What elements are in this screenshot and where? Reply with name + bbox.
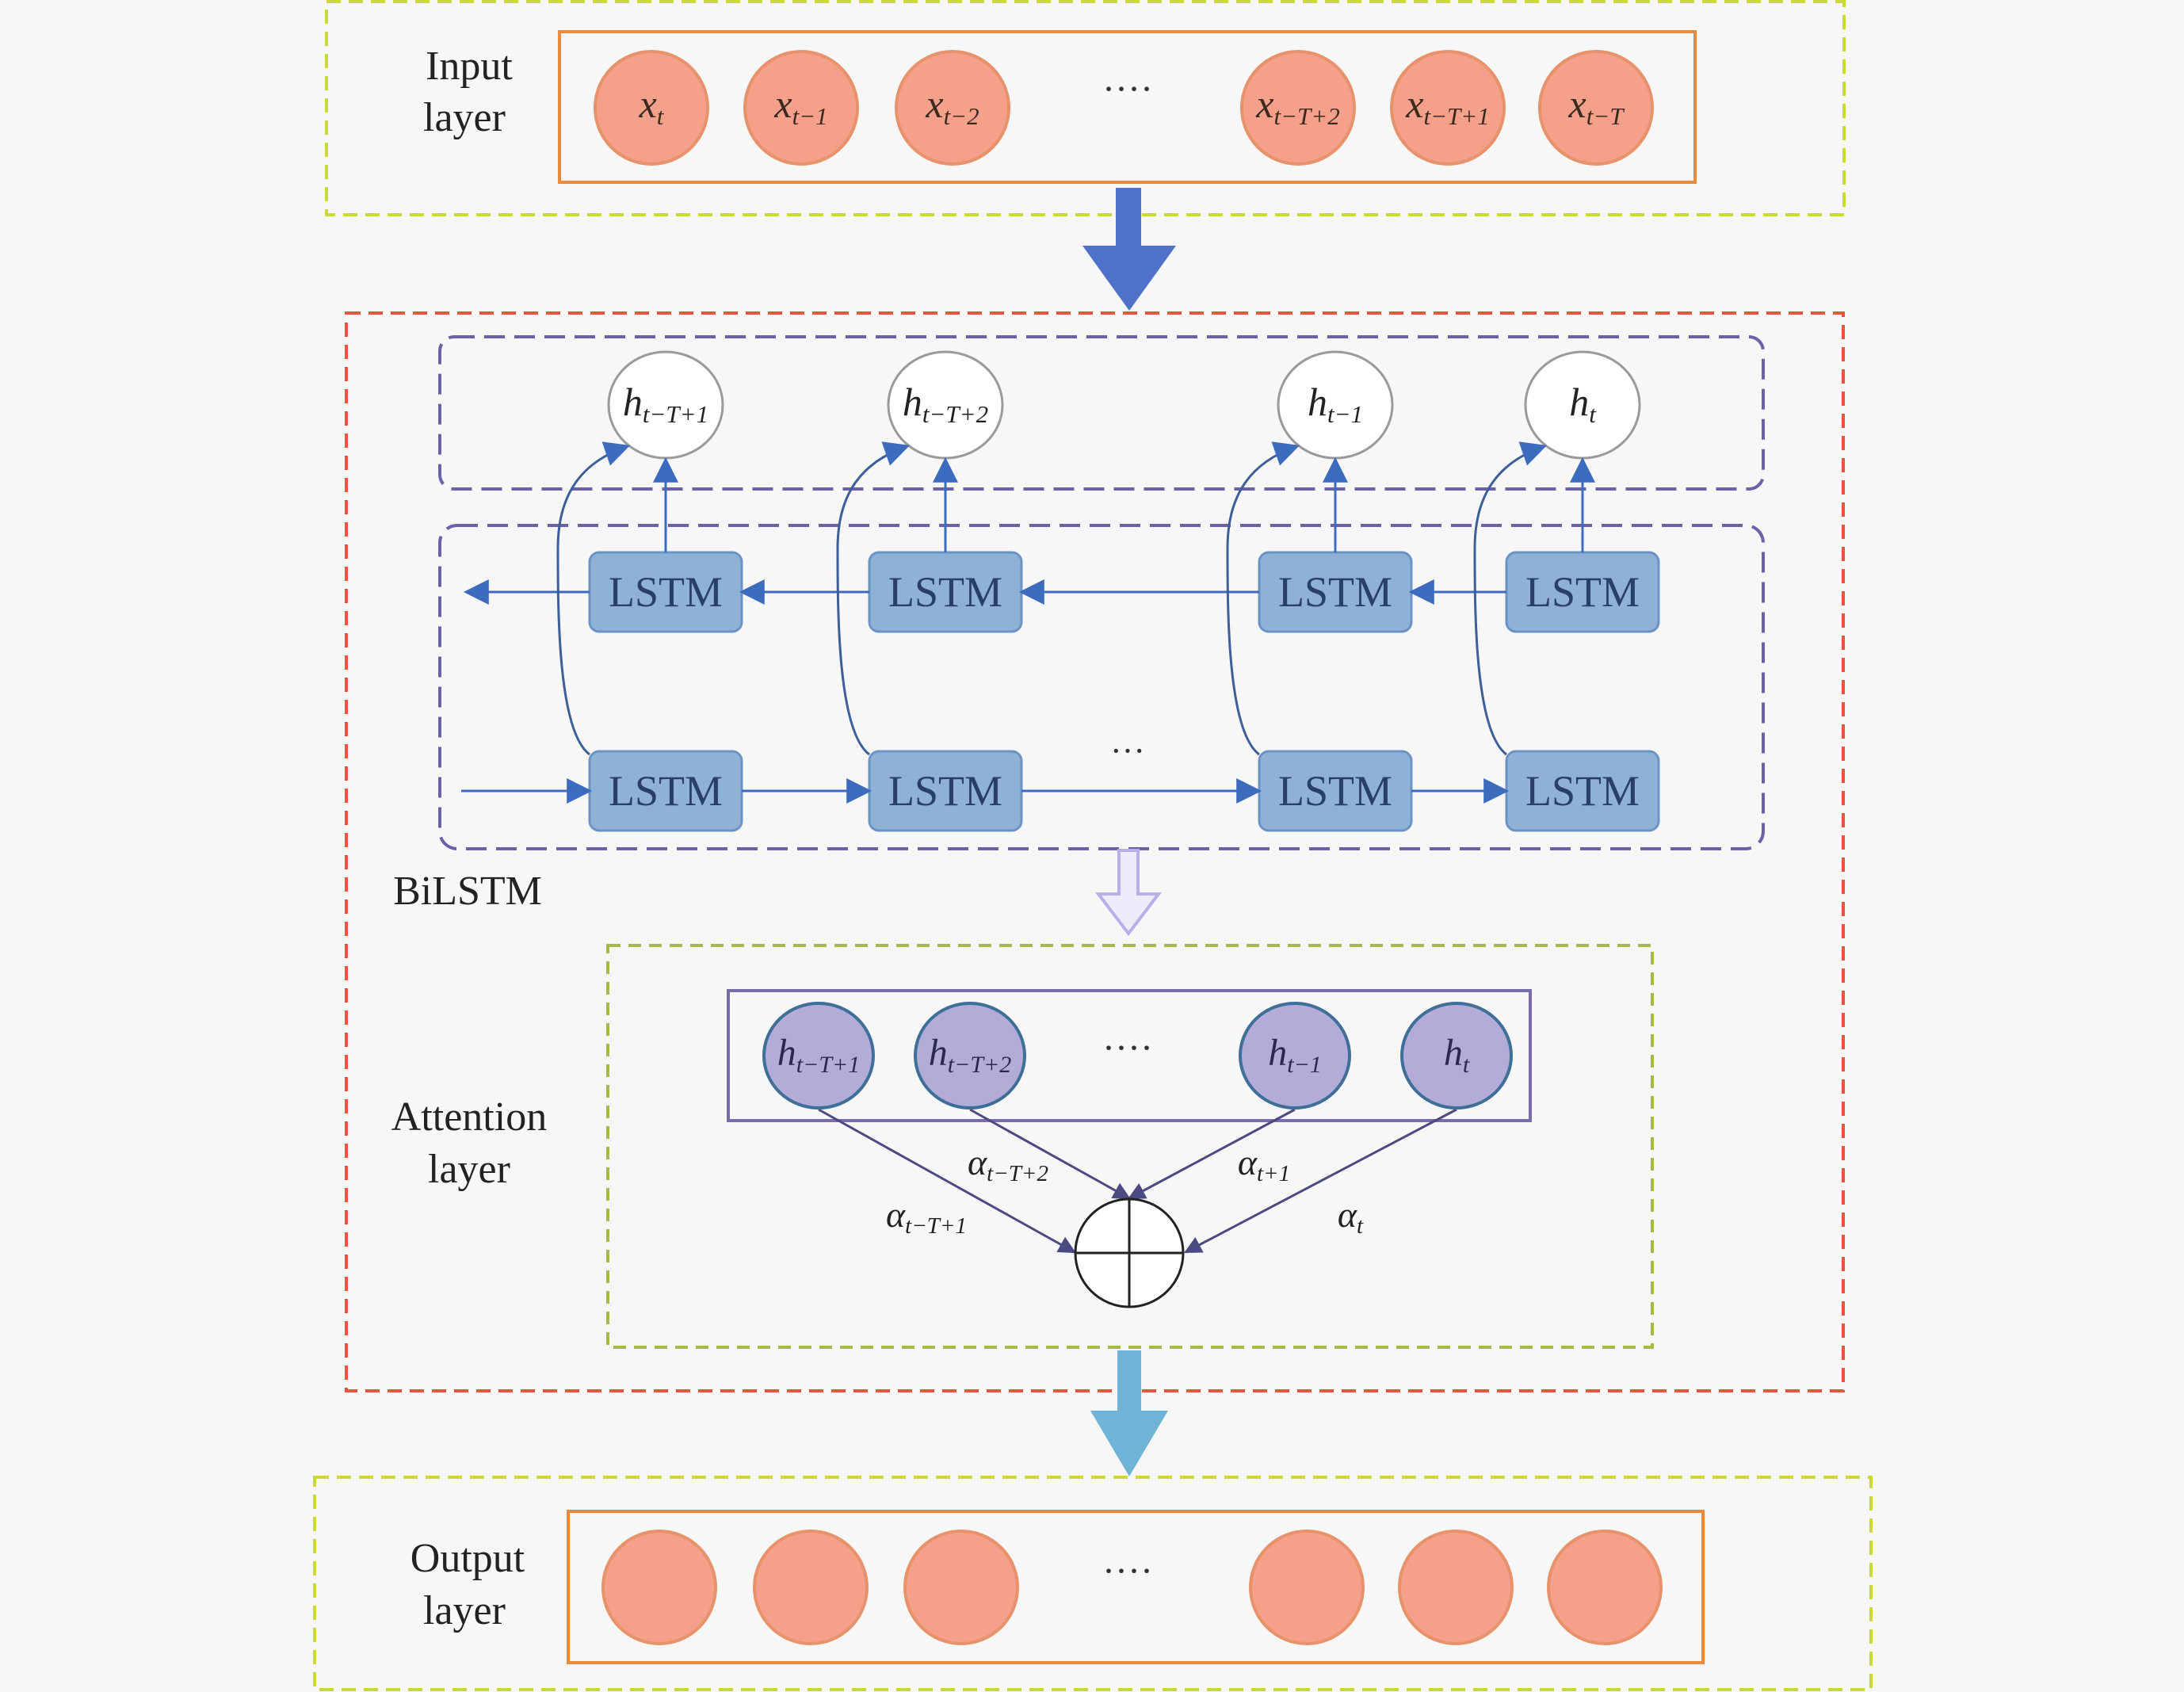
attention-node-label: ht−T+2 [929, 1032, 1012, 1078]
attention-node [1239, 1002, 1351, 1110]
input-node [1538, 50, 1654, 166]
bilstm-to-attention-arrow [1094, 849, 1163, 937]
output-layer-frame [313, 1476, 1873, 1691]
output-layer-label-2: layer [423, 1588, 506, 1633]
attention-layer-label-2: layer [428, 1147, 510, 1192]
output-nodes [601, 1530, 1663, 1645]
attention-node [914, 1002, 1026, 1110]
bilstm-cells: LSTM LSTM LSTM LSTM LSTM LSTM LSTM LSTM [588, 551, 1660, 832]
bilstm-arrows [461, 441, 1595, 804]
input-node-label: xt−T [1568, 82, 1626, 130]
output-node [1547, 1530, 1663, 1645]
attention-nodes: ht−T+1 ht−T+2 ht−1 ht [762, 1002, 1513, 1110]
input-node [895, 50, 1010, 166]
attention-node [762, 1002, 875, 1110]
bilstm-ellipsis: ··· [1110, 731, 1145, 770]
hidden-state-label: ht−T+1 [623, 380, 708, 428]
input-nodes: xt xt−1 xt−2 xt−T+2 xt−T+1 xt−T [594, 50, 1654, 166]
attention-node-label: ht−T+1 [777, 1032, 861, 1078]
attention-weight-line [818, 1108, 1076, 1254]
input-node-label: xt−T+1 [1405, 82, 1489, 130]
input-node-label: xt−T+2 [1255, 82, 1339, 130]
input-node [743, 50, 859, 166]
attention-weight-line [969, 1108, 1131, 1200]
attention-layer-frame [606, 944, 1654, 1349]
attention-to-output-arrow [1090, 1350, 1168, 1476]
attention-weight-line [1128, 1108, 1296, 1200]
attention-nodes-box [727, 989, 1532, 1122]
input-ellipsis: ···· [1102, 68, 1153, 110]
attention-node-label: ht [1444, 1032, 1470, 1078]
attention-weight-lines [818, 1108, 1457, 1254]
input-layer-label: Input [426, 44, 513, 89]
output-node [1249, 1530, 1365, 1645]
output-node [903, 1530, 1019, 1645]
input-node [594, 50, 709, 166]
input-node [1390, 50, 1506, 166]
lstm-cell-label: LSTM [1525, 568, 1640, 616]
attention-weight-label: αt−T+2 [968, 1142, 1048, 1186]
attention-ellipsis: ···· [1102, 1027, 1153, 1069]
bilstm-hidden-nodes: ht−T+1 ht−T+2 ht−1 ht [607, 350, 1641, 460]
lstm-cell-label: LSTM [1525, 767, 1640, 815]
lstm-cell-label: LSTM [609, 767, 723, 815]
input-layer-label-2: layer [423, 95, 506, 140]
input-to-bilstm-arrow [1082, 188, 1176, 311]
attention-node [1400, 1002, 1513, 1110]
lstm-cell-label: LSTM [609, 568, 723, 616]
input-node-label: xt [639, 82, 665, 130]
hidden-state-label: ht−T+2 [903, 380, 988, 428]
sum-node [1074, 1197, 1185, 1308]
attention-weight-label: αt−T+1 [886, 1194, 967, 1239]
attention-node-label: ht−1 [1268, 1032, 1322, 1078]
lstm-cell-label: LSTM [888, 767, 1002, 815]
input-node-label: xt−2 [925, 82, 979, 130]
output-nodes-box [567, 1510, 1705, 1664]
lstm-cell-label: LSTM [1278, 568, 1392, 616]
hidden-state-frame [438, 335, 1765, 491]
output-node [753, 1530, 869, 1645]
hidden-state-label: ht [1569, 380, 1597, 428]
attention-weight-label: αt+1 [1238, 1142, 1290, 1186]
attention-weight-line [1184, 1108, 1457, 1254]
lstm-cell-label: LSTM [1278, 767, 1392, 815]
input-layer-frame [325, 0, 1846, 216]
output-layer-label: Output [410, 1536, 525, 1581]
lstm-frame [438, 524, 1765, 850]
output-ellipsis: ···· [1102, 1550, 1153, 1592]
bilstm-label: BiLSTM [393, 869, 542, 914]
input-nodes-box [558, 30, 1697, 184]
input-node [1240, 50, 1356, 166]
input-node-label: xt−1 [773, 82, 827, 130]
attention-weight-label: αt [1338, 1194, 1364, 1239]
output-node [1398, 1530, 1514, 1645]
attention-weight-labels: αt−T+1αt−T+2 αt+1 αt [886, 1142, 1364, 1239]
hidden-state-label: ht−1 [1308, 380, 1363, 428]
attention-layer-label: Attention [391, 1094, 547, 1140]
output-node [601, 1530, 717, 1645]
lstm-cell-label: LSTM [888, 568, 1002, 616]
